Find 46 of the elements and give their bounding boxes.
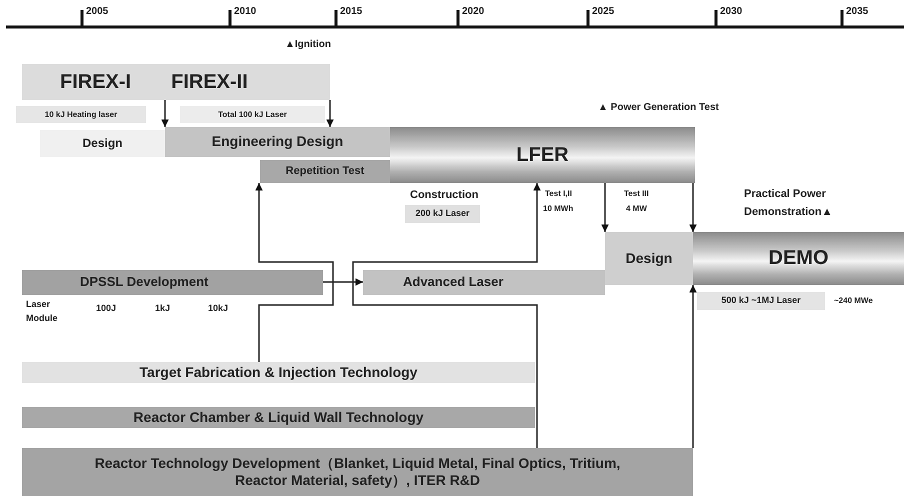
year-label: 2015 — [340, 6, 362, 17]
year-label: 2025 — [592, 6, 614, 17]
phase-label: Construction — [410, 189, 478, 201]
milestone-label: Practical Power Demonstration▲ — [744, 187, 834, 220]
technology-bar: Target Fabrication & Injection Technology — [22, 362, 535, 383]
arrow — [161, 100, 169, 127]
phase-bar: DEMO — [693, 232, 904, 285]
phase-bar: Design — [40, 130, 165, 157]
arrow — [601, 183, 609, 232]
spec-box: 200 kJ Laser — [405, 205, 480, 223]
development-bar: DPSSL Development — [22, 270, 323, 295]
arrow — [689, 285, 697, 448]
row-label: Laser Module — [26, 298, 58, 326]
arrow — [352, 183, 541, 448]
year-label: 2005 — [86, 6, 108, 17]
spec-box: Total 100 kJ Laser — [180, 106, 325, 123]
milestone-label: ▲Ignition — [285, 39, 331, 50]
spec-box: 500 kJ ~1MJ Laser — [697, 292, 825, 310]
spec-label: 100J — [96, 303, 116, 313]
project-name: FIREX-I — [60, 70, 132, 94]
spec-label: 10kJ — [208, 303, 228, 313]
phase-label: Test III — [624, 189, 649, 198]
phase-label: Test I,II — [545, 189, 572, 198]
year-label: 2010 — [234, 6, 256, 17]
spec-label: 1kJ — [155, 303, 170, 313]
phase-bar: Design — [605, 232, 693, 285]
arrow — [326, 100, 334, 127]
year-label: 2035 — [846, 6, 868, 17]
spec-box: 10 kJ Heating laser — [16, 106, 146, 123]
phase-bar: LFER — [390, 127, 695, 183]
phase-bar: Repetition Test — [260, 160, 390, 183]
spec-label: 4 MW — [626, 204, 647, 213]
phase-bar: Engineering Design — [165, 127, 390, 157]
technology-bar: Reactor Technology Development（Blanket, Liquid Metal, Final Optics, Tritium, Reactor Material, safety）, ITER R&D — [22, 448, 693, 496]
milestone-label: ▲ Power Generation Test — [598, 102, 719, 113]
development-bar: Advanced Laser — [363, 270, 605, 295]
arrow — [689, 183, 697, 232]
spec-label: 10 MWh — [543, 204, 574, 213]
arrow — [323, 278, 363, 286]
arrow — [255, 183, 334, 362]
year-label: 2030 — [720, 6, 742, 17]
spec-label: ~240 MWe — [834, 296, 873, 305]
technology-bar: Reactor Chamber & Liquid Wall Technology — [22, 407, 535, 428]
project-name: FIREX-II — [171, 70, 248, 94]
year-label: 2020 — [462, 6, 484, 17]
project-band — [22, 64, 330, 100]
